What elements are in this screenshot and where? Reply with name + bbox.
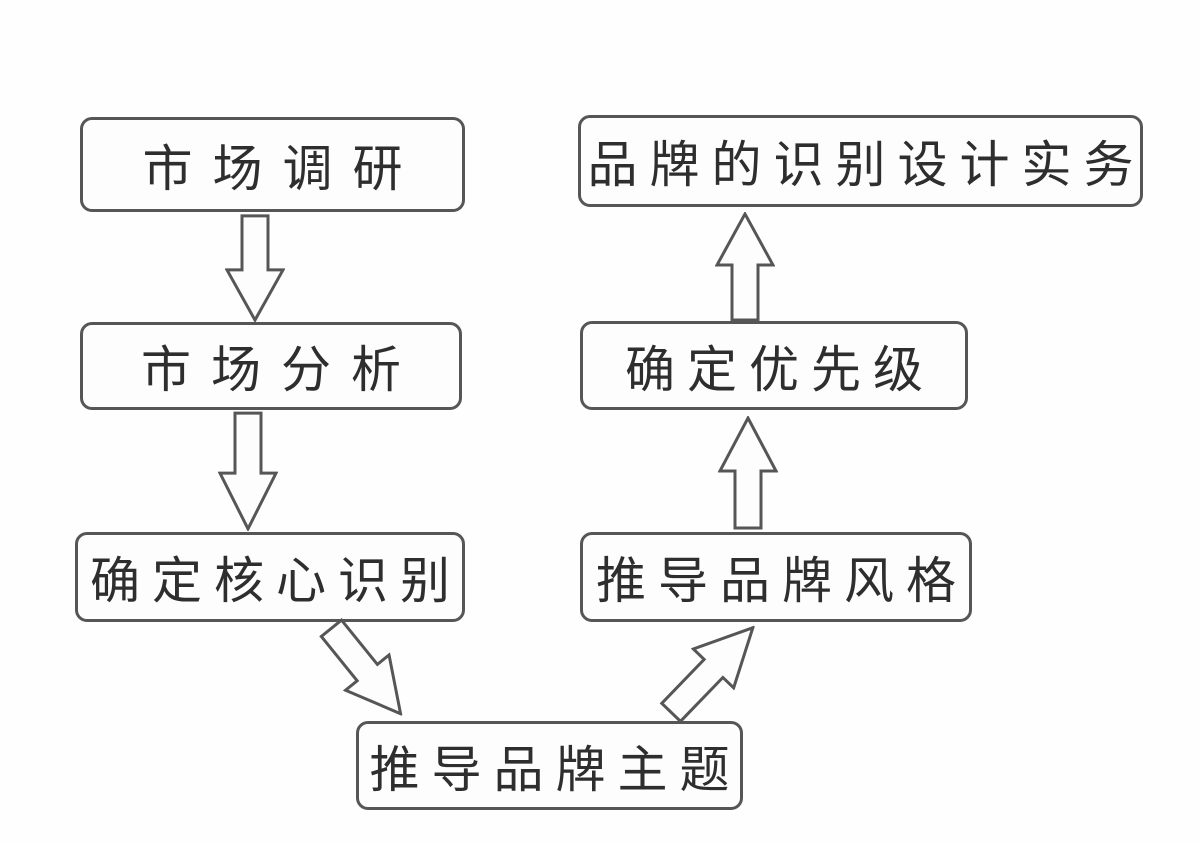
arrow-up-right-icon: [648, 605, 776, 734]
node-market-analysis: 市场分析: [80, 322, 462, 410]
arrow-up-icon: [715, 212, 775, 322]
arrow-up-icon: [718, 416, 778, 530]
node-brand-theme: 推导品牌主题: [356, 721, 743, 810]
arrow-down-icon: [218, 411, 278, 531]
node-priority: 确定优先级: [580, 321, 968, 410]
arrow-down-icon: [225, 214, 285, 322]
arrow-down-right-icon: [307, 608, 425, 734]
node-design-practice: 品牌的识别设计实务: [578, 115, 1143, 207]
node-brand-style: 推导品牌风格: [580, 532, 972, 622]
node-market-research: 市场调研: [80, 117, 465, 212]
node-core-identity: 确定核心识别: [75, 532, 465, 622]
